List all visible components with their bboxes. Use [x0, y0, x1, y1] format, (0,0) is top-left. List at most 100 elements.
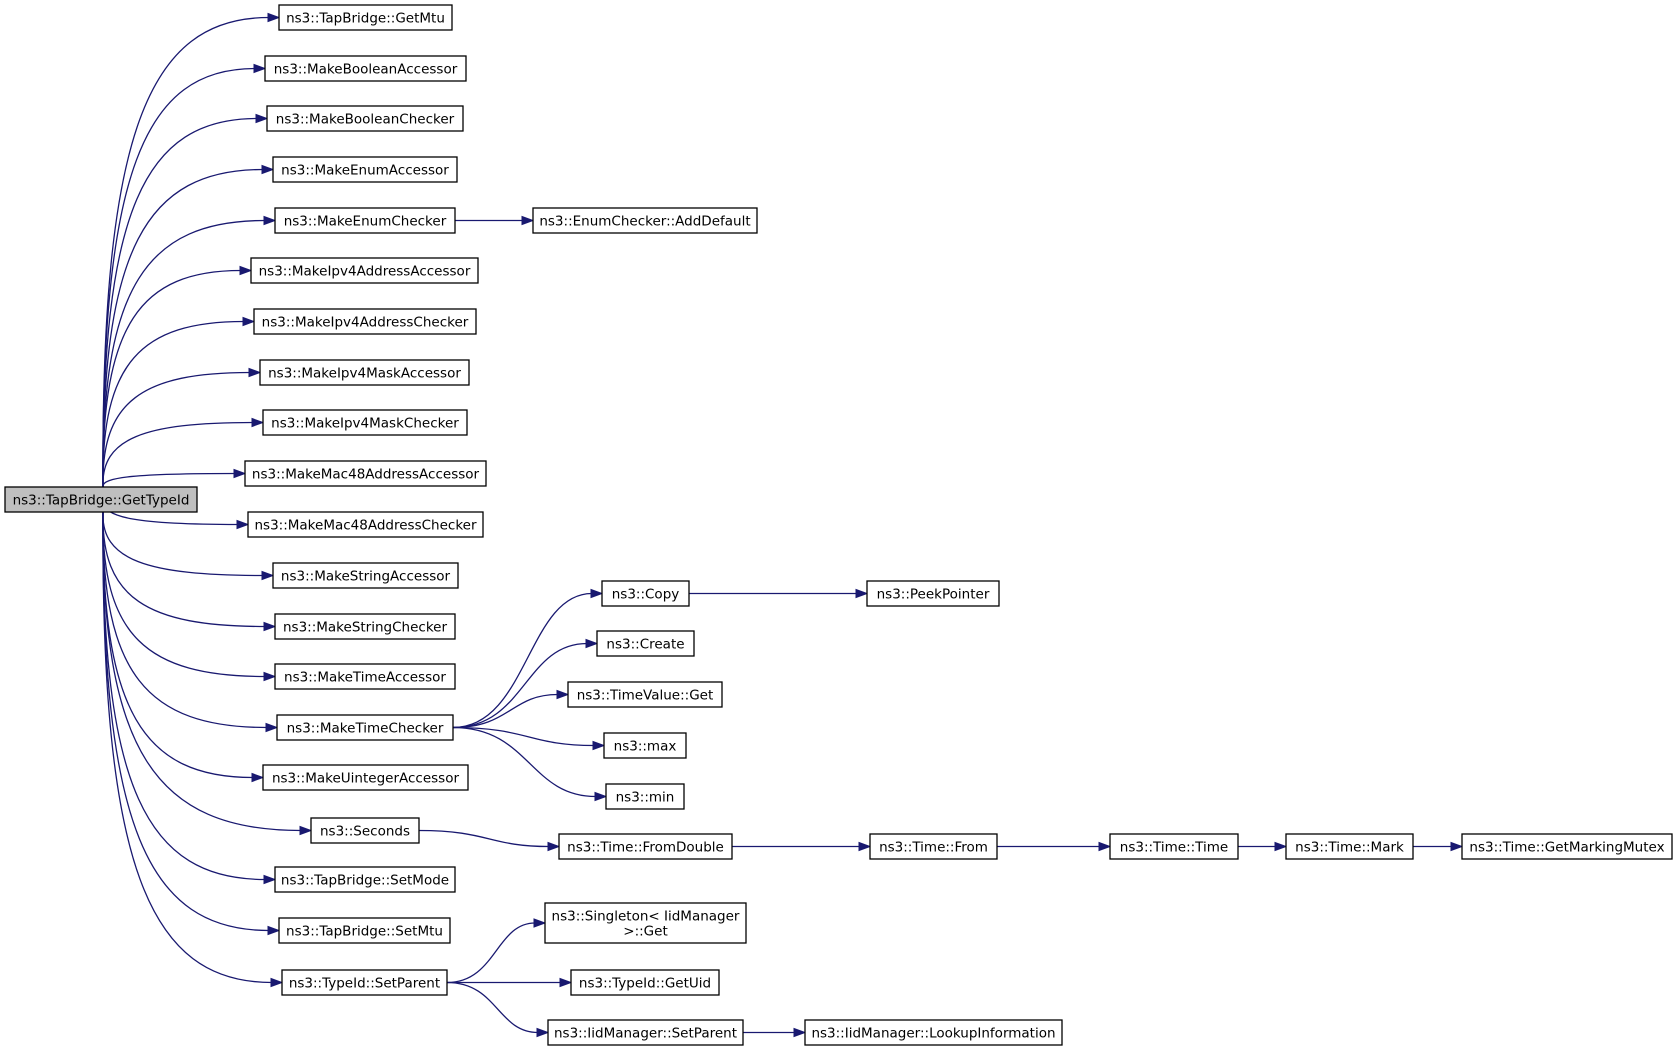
edge-root-to-mkip4addrchk — [102, 316, 256, 488]
edge-line — [102, 320, 245, 488]
node-label: ns3::TimeValue::Get — [577, 688, 714, 704]
edge-arrowhead — [265, 722, 279, 733]
node-label: ns3::TypeId::SetParent — [289, 976, 440, 992]
node-markmutex[interactable]: ns3::Time::GetMarkingMutex — [1461, 833, 1673, 860]
node-singletonget[interactable]: ns3::Singleton< IidManager>::Get — [544, 902, 747, 944]
node-label: ns3::Create — [606, 637, 684, 653]
edge-root-to-mktimechk — [102, 511, 279, 733]
node-copy[interactable]: ns3::Copy — [601, 580, 690, 607]
node-getmtu[interactable]: ns3::TapBridge::GetMtu — [278, 4, 453, 31]
node-peekptr[interactable]: ns3::PeekPointer — [866, 580, 1000, 607]
node-min[interactable]: ns3::min — [605, 783, 685, 810]
node-label: ns3::MakeBooleanChecker — [276, 112, 455, 128]
node-label: ns3::IidManager::SetParent — [554, 1026, 737, 1042]
node-box — [266, 105, 464, 132]
node-box — [278, 4, 453, 31]
node-label: ns3::MakeIpv4AddressAccessor — [259, 264, 471, 280]
node-label: ns3::Time::Mark — [1295, 840, 1404, 856]
edge-line — [102, 511, 268, 729]
edge-arrowhead — [299, 825, 313, 836]
node-mkuintacc[interactable]: ns3::MakeUintegerAccessor — [262, 764, 469, 791]
node-timemark[interactable]: ns3::Time::Mark — [1285, 833, 1414, 860]
node-mkmac48acc[interactable]: ns3::MakeMac48AddressAccessor — [244, 460, 487, 487]
node-getuid[interactable]: ns3::TypeId::GetUid — [570, 969, 720, 996]
node-box — [1461, 833, 1673, 860]
edge-arrowhead — [233, 468, 247, 479]
node-label: ns3::TapBridge::SetMode — [281, 873, 449, 889]
node-enumadddef[interactable]: ns3::EnumChecker::AddDefault — [532, 207, 758, 234]
node-label: ns3::PeekPointer — [877, 587, 990, 603]
node-mkenumacc[interactable]: ns3::MakeEnumAccessor — [272, 156, 458, 183]
edge-line — [452, 726, 597, 798]
edge-root-to-mkstrchk — [102, 511, 277, 632]
node-seconds[interactable]: ns3::Seconds — [310, 817, 420, 844]
node-box — [1285, 833, 1414, 860]
node-box — [262, 764, 469, 791]
edge-root-to-seconds — [102, 511, 313, 836]
edge-setparent-to-getuid — [447, 977, 573, 988]
node-mkip4addrchk[interactable]: ns3::MakeIpv4AddressChecker — [253, 308, 477, 335]
node-box — [274, 207, 456, 234]
node-iidsetparent[interactable]: ns3::IidManager::SetParent — [547, 1019, 744, 1046]
node-box — [253, 308, 477, 335]
node-box — [262, 409, 468, 436]
node-mkstrchk[interactable]: ns3::MakeStringChecker — [274, 613, 456, 640]
node-label: ns3::IidManager::LookupInformation — [811, 1026, 1055, 1042]
node-timetime[interactable]: ns3::Time::Time — [1109, 833, 1239, 860]
node-box — [274, 866, 456, 893]
node-mkip4maskacc[interactable]: ns3::MakeIpv4MaskAccessor — [259, 359, 470, 386]
node-mktimechk[interactable]: ns3::MakeTimeChecker — [276, 714, 454, 741]
edge-line — [102, 67, 256, 488]
edge-arrowhead — [1098, 841, 1112, 852]
node-mkenumchk[interactable]: ns3::MakeEnumChecker — [274, 207, 456, 234]
node-setparent[interactable]: ns3::TypeId::SetParent — [281, 969, 448, 996]
node-mkip4addracc[interactable]: ns3::MakeIpv4AddressAccessor — [250, 257, 479, 284]
node-label: ns3::Time::Time — [1120, 840, 1228, 856]
node-mktimeacc[interactable]: ns3::MakeTimeAccessor — [274, 663, 456, 690]
edge-line — [102, 511, 254, 779]
edge-arrowhead — [242, 316, 256, 327]
node-lookupinfo[interactable]: ns3::IidManager::LookupInformation — [804, 1019, 1063, 1046]
edge-root-to-mktimeacc — [102, 511, 277, 682]
node-box — [272, 156, 458, 183]
node-mkmac48chk[interactable]: ns3::MakeMac48AddressChecker — [247, 511, 484, 538]
node-timevalget[interactable]: ns3::TimeValue::Get — [567, 681, 723, 708]
node-mkboolacc[interactable]: ns3::MakeBooleanAccessor — [264, 55, 467, 82]
node-box — [570, 969, 720, 996]
node-label: ns3::MakeStringAccessor — [281, 569, 451, 585]
node-label: ns3::Seconds — [320, 824, 410, 840]
edge-arrowhead — [267, 12, 281, 23]
edge-line — [452, 592, 593, 729]
call-graph-nodes: ns3::TapBridge::GetTypeIdns3::TapBridge:… — [4, 4, 1673, 1046]
edge-arrowhead — [547, 841, 561, 852]
node-setmode[interactable]: ns3::TapBridge::SetMode — [274, 866, 456, 893]
node-label: ns3::Copy — [612, 587, 680, 603]
edge-mktimechk-to-max — [452, 726, 606, 751]
node-mkstracc[interactable]: ns3::MakeStringAccessor — [272, 562, 459, 589]
node-timefrom[interactable]: ns3::Time::From — [869, 833, 998, 860]
edge-arrowhead — [521, 215, 535, 226]
node-setmtu[interactable]: ns3::TapBridge::SetMtu — [278, 917, 451, 944]
node-label: ns3::MakeEnumChecker — [284, 214, 447, 230]
node-max[interactable]: ns3::max — [603, 732, 687, 759]
node-label: ns3::TapBridge::GetMtu — [286, 11, 445, 27]
root-node[interactable]: ns3::TapBridge::GetTypeId — [4, 486, 198, 513]
edge-arrowhead — [263, 215, 277, 226]
node-label: ns3::TypeId::GetUid — [579, 976, 711, 992]
node-box — [278, 917, 451, 944]
edge-root-to-setmode — [102, 511, 277, 885]
node-label: ns3::Time::From — [879, 840, 988, 856]
edge-mktimechk-to-min — [452, 726, 608, 802]
node-fromdouble[interactable]: ns3::Time::FromDouble — [558, 833, 733, 860]
node-box — [276, 714, 454, 741]
node-create[interactable]: ns3::Create — [596, 630, 695, 657]
node-label: ns3::TapBridge::GetTypeId — [13, 493, 190, 509]
edge-root-to-mkenumchk — [102, 215, 277, 488]
node-box — [532, 207, 758, 234]
node-mkip4maskchk[interactable]: ns3::MakeIpv4MaskChecker — [262, 409, 468, 436]
node-box — [596, 630, 695, 657]
node-label: ns3::max — [614, 739, 677, 755]
node-box — [244, 460, 487, 487]
node-mkboolchk[interactable]: ns3::MakeBooleanChecker — [266, 105, 464, 132]
node-box — [558, 833, 733, 860]
